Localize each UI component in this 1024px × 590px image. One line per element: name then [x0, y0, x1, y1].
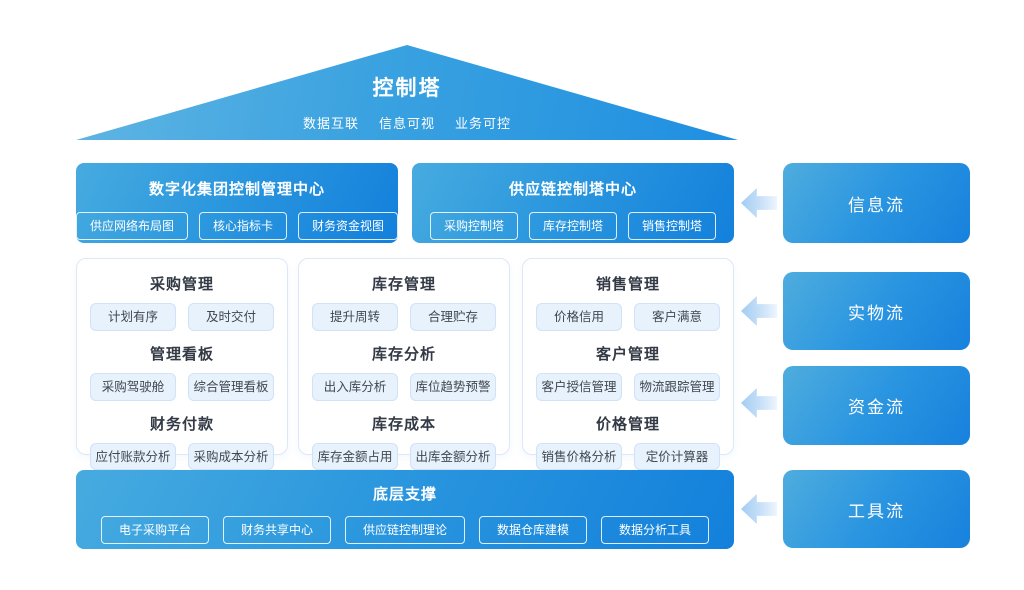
pill: 价格信用	[536, 303, 622, 331]
procurement-card: 采购管理 计划有序 及时交付 管理看板 采购驾驶舱 综合管理看板 财务付款 应付…	[76, 258, 288, 471]
section-pills: 价格信用 客户满意	[536, 303, 720, 331]
section-title: 管理看板	[149, 344, 214, 363]
pill: 库位趋势预警	[410, 372, 496, 401]
pill: 财务资金视图	[298, 212, 399, 240]
pill: 库存金额占用	[312, 442, 398, 471]
roof-subtitle-item: 信息可视	[378, 117, 435, 132]
pill: 计划有序	[90, 303, 176, 331]
supplychain-tower-center-pills: 采购控制塔 库存控制塔 销售控制塔	[412, 212, 734, 240]
foundation-title: 底层支撑	[372, 485, 437, 503]
flow-box-capital: 资金流	[783, 366, 970, 445]
pill: 出入库分析	[312, 372, 398, 401]
left-arrow-icon	[741, 388, 777, 418]
supplychain-tower-center-title: 供应链控制塔中心	[508, 180, 637, 198]
roof-subtitle-item: 业务可控	[455, 117, 512, 132]
pill: 数据分析工具	[601, 516, 710, 544]
section-pills: 计划有序 及时交付	[90, 303, 274, 331]
pill: 财务共享中心	[222, 516, 331, 544]
flow-label: 实物流	[848, 303, 905, 324]
pill: 库存控制塔	[528, 212, 617, 240]
section-title: 销售管理	[595, 275, 660, 293]
pill: 应付账款分析	[90, 442, 176, 471]
section-pills: 出入库分析 库位趋势预警	[312, 372, 496, 401]
pill: 销售价格分析	[536, 442, 622, 471]
foundation-pills: 电子采购平台 财务共享中心 供应链控制理论 数据仓库建模 数据分析工具	[76, 516, 734, 544]
group-control-center-title: 数字化集团控制管理中心	[148, 180, 325, 198]
pill: 采购成本分析	[188, 442, 274, 471]
inventory-card: 库存管理 提升周转 合理贮存 库存分析 出入库分析 库位趋势预警 库存成本 库存…	[298, 258, 510, 471]
section-pills: 客户授信管理 物流跟踪管理	[536, 372, 720, 401]
supplychain-tower-center-box: 供应链控制塔中心 采购控制塔 库存控制塔 销售控制塔	[412, 163, 734, 243]
flow-label: 工具流	[848, 501, 905, 522]
section-pills: 采购驾驶舱 综合管理看板	[90, 372, 274, 401]
flow-box-physical: 实物流	[783, 272, 970, 350]
sales-card: 销售管理 价格信用 客户满意 客户管理 客户授信管理 物流跟踪管理 价格管理 销…	[522, 258, 734, 471]
section-pills: 库存金额占用 出库金额分析	[312, 442, 496, 471]
roof-subtitle: 数据互联 信息可视 业务可控	[76, 113, 738, 132]
pill: 电子采购平台	[100, 516, 209, 544]
pill: 合理贮存	[410, 303, 496, 331]
group-control-center-pills: 供应网络布局图 核心指标卡 财务资金视图	[75, 212, 399, 240]
flow-box-tools: 工具流	[783, 470, 970, 548]
roof-subtitle-item: 数据互联	[302, 117, 359, 132]
pill: 出库金额分析	[410, 442, 496, 471]
section-title: 库存管理	[371, 275, 436, 293]
pill: 采购驾驶舱	[90, 372, 176, 401]
pill: 供应链控制理论	[344, 516, 465, 544]
roof-triangle: 控制塔 数据互联 信息可视 业务可控	[76, 45, 738, 140]
pill: 数据仓库建模	[479, 516, 588, 544]
left-arrow-icon	[741, 494, 777, 524]
section-title: 采购管理	[149, 275, 214, 293]
pill: 物流跟踪管理	[634, 372, 720, 401]
section-title: 库存分析	[371, 344, 436, 363]
section-pills: 应付账款分析 采购成本分析	[90, 442, 274, 471]
flow-label: 资金流	[848, 398, 905, 418]
pill: 客户满意	[634, 303, 720, 331]
flow-label: 信息流	[848, 195, 905, 216]
pill: 采购控制塔	[429, 212, 518, 240]
roof-title: 控制塔	[372, 76, 442, 100]
pill: 客户授信管理	[536, 372, 622, 401]
flow-box-information: 信息流	[783, 163, 970, 243]
left-arrow-icon	[741, 188, 777, 218]
pill: 及时交付	[188, 303, 274, 331]
section-title: 库存成本	[371, 414, 436, 433]
pill: 综合管理看板	[188, 372, 274, 401]
section-title: 客户管理	[595, 344, 660, 363]
pill: 提升周转	[312, 303, 398, 331]
pill: 核心指标卡	[199, 212, 288, 240]
left-arrow-icon	[741, 296, 777, 326]
section-title: 价格管理	[595, 414, 660, 433]
section-title: 财务付款	[149, 414, 214, 433]
pill: 供应网络布局图	[75, 212, 188, 240]
pill: 销售控制塔	[628, 212, 717, 240]
foundation-box: 底层支撑 电子采购平台 财务共享中心 供应链控制理论 数据仓库建模 数据分析工具	[76, 470, 734, 549]
section-pills: 提升周转 合理贮存	[312, 303, 496, 331]
group-control-center-box: 数字化集团控制管理中心 供应网络布局图 核心指标卡 财务资金视图	[75, 163, 399, 243]
pill: 定价计算器	[634, 442, 720, 471]
section-pills: 销售价格分析 定价计算器	[536, 442, 720, 471]
